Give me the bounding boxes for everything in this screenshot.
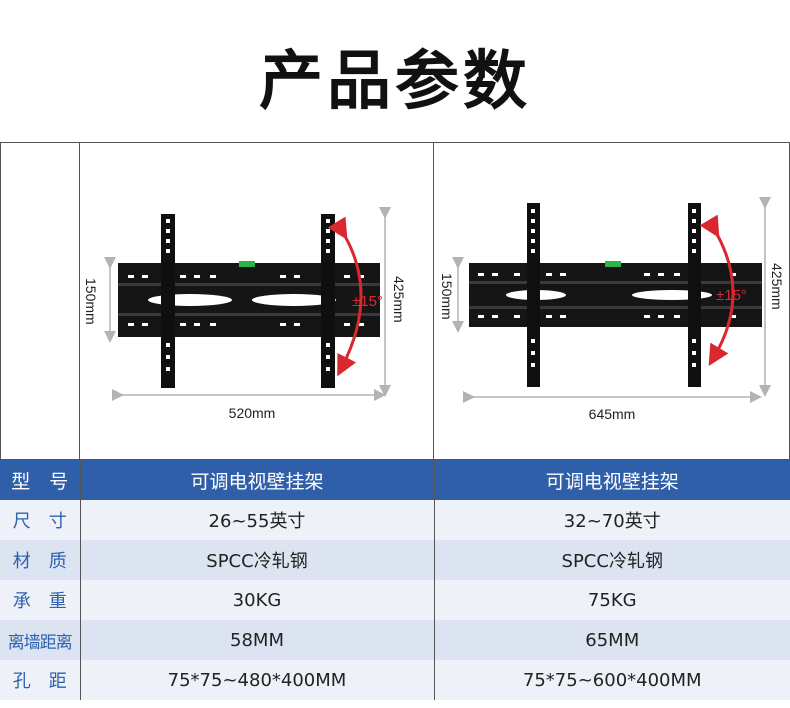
mount-arm-right bbox=[688, 203, 701, 387]
total-height-label: 425mm bbox=[391, 276, 407, 323]
product-image-large: ±15° 150mm 425mm 645mm bbox=[433, 142, 790, 460]
spec-label: 型 号 bbox=[0, 460, 81, 500]
level-bubble bbox=[605, 261, 621, 267]
spec-value-right: 32~70英寸 bbox=[434, 500, 790, 540]
spec-value-right: SPCC冷轧钢 bbox=[434, 540, 790, 580]
spec-row-hole-pitch: 孔 距 75*75~480*400MM 75*75~600*400MM bbox=[0, 660, 790, 700]
mount-diagram-small: ±15° 150mm 425mm 520mm bbox=[83, 207, 407, 421]
tilt-label: ±15° bbox=[716, 287, 747, 304]
spec-value-left: SPCC冷轧钢 bbox=[80, 540, 435, 580]
spec-label: 材 质 bbox=[0, 540, 81, 580]
height-label: 150mm bbox=[83, 278, 99, 325]
spec-label: 尺 寸 bbox=[0, 500, 81, 540]
spec-row-size: 尺 寸 26~55英寸 32~70英寸 bbox=[0, 500, 790, 540]
total-height-label: 425mm bbox=[769, 263, 785, 310]
spec-row-model: 型 号 可调电视壁挂架 可调电视壁挂架 bbox=[0, 460, 790, 500]
spec-value-right: 75KG bbox=[434, 580, 790, 620]
spec-value-left: 58MM bbox=[80, 620, 435, 660]
spec-value-left: 可调电视壁挂架 bbox=[80, 460, 435, 500]
spec-label: 承 重 bbox=[0, 580, 81, 620]
level-bubble bbox=[239, 261, 255, 267]
spec-label: 孔 距 bbox=[0, 660, 81, 700]
spec-table: 型 号 可调电视壁挂架 可调电视壁挂架 尺 寸 26~55英寸 32~70英寸 … bbox=[0, 460, 790, 700]
mount-arm-left bbox=[161, 214, 175, 388]
mount-arm-left bbox=[527, 203, 540, 387]
tilt-arc bbox=[327, 216, 363, 377]
spec-row-wall-distance: 离墙距离 58MM 65MM bbox=[0, 620, 790, 660]
spec-value-left: 26~55英寸 bbox=[80, 500, 435, 540]
spec-label: 离墙距离 bbox=[0, 620, 81, 660]
height-label: 150mm bbox=[439, 273, 455, 320]
spec-row-load: 承 重 30KG 75KG bbox=[0, 580, 790, 620]
tilt-arc bbox=[699, 214, 735, 367]
width-label: 520mm bbox=[229, 405, 276, 421]
image-frame-blank bbox=[0, 142, 80, 460]
page-title: 产品参数 bbox=[259, 45, 531, 119]
spec-row-material: 材 质 SPCC冷轧钢 SPCC冷轧钢 bbox=[0, 540, 790, 580]
mount-diagram-large: ±15° 150mm 425mm 645mm bbox=[439, 197, 785, 422]
width-label: 645mm bbox=[589, 406, 636, 422]
spec-value-right: 可调电视壁挂架 bbox=[434, 460, 790, 500]
tilt-label: ±15° bbox=[352, 293, 383, 310]
spec-value-right: 65MM bbox=[434, 620, 790, 660]
spec-value-left: 30KG bbox=[80, 580, 435, 620]
product-image-small: ±15° 150mm 425mm 520mm bbox=[79, 142, 434, 460]
spec-value-left: 75*75~480*400MM bbox=[80, 660, 435, 700]
mount-plate bbox=[118, 261, 380, 337]
mount-arm-right bbox=[321, 214, 335, 388]
spec-value-right: 75*75~600*400MM bbox=[434, 660, 790, 700]
